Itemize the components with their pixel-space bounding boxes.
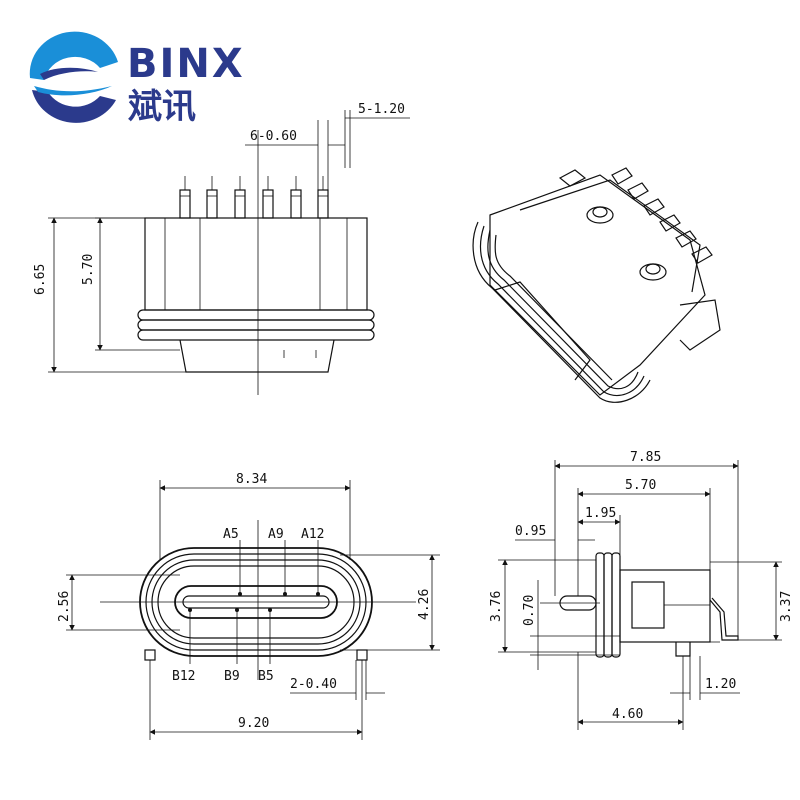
pin-label-a9: A9 xyxy=(268,527,284,542)
brand-name-cn: 斌讯 xyxy=(128,87,196,127)
dim-front-height-right: 4.26 xyxy=(417,589,432,620)
logo-mark-icon xyxy=(29,31,119,123)
dim-side-070: 0.70 xyxy=(522,595,537,626)
dim-side-460: 4.60 xyxy=(612,707,643,722)
dim-front-height-left: 2.56 xyxy=(57,591,72,622)
dim-side-095: 0.95 xyxy=(515,524,546,539)
front-view: A5 A9 A12 B12 B9 B5 8.34 9.20 2.56 4.26 … xyxy=(57,472,440,740)
pin-label-b12: B12 xyxy=(172,669,195,684)
pin-label-b5: B5 xyxy=(258,669,274,684)
top-view: 6.65 5.70 5-1.20 6-0.60 xyxy=(33,102,410,395)
dim-front-width-bottom: 9.20 xyxy=(238,716,269,731)
dim-side-120: 1.20 xyxy=(705,677,736,692)
dim-side-body: 5.70 xyxy=(625,478,656,493)
dim-height-body: 5.70 xyxy=(81,254,96,285)
pin-label-a5: A5 xyxy=(223,527,239,542)
top-view-pins xyxy=(179,176,329,219)
side-body xyxy=(619,569,711,643)
dim-pitch-upper: 5-1.20 xyxy=(358,102,405,117)
dim-side-height-left: 3.76 xyxy=(489,591,504,622)
dim-height-total: 6.65 xyxy=(33,264,48,295)
dim-side-total: 7.85 xyxy=(630,450,661,465)
brand-name-en: BINX xyxy=(127,41,245,87)
pin-label-b9: B9 xyxy=(224,669,240,684)
pin-label-a12: A12 xyxy=(301,527,324,542)
dim-side-195: 1.95 xyxy=(585,506,616,521)
dim-pin-pitch: 2-0.40 xyxy=(290,677,337,692)
dim-front-width-top: 8.34 xyxy=(236,472,267,487)
top-view-body xyxy=(144,217,368,311)
side-view: 7.85 5.70 1.95 0.95 3.76 0.70 3.37 4.60 xyxy=(489,450,794,730)
dim-pitch-lower: 6-0.60 xyxy=(250,129,297,144)
isometric-view xyxy=(472,167,721,403)
brand-logo: BINX 斌讯 xyxy=(29,31,245,127)
dim-side-height-right: 3.37 xyxy=(779,591,794,622)
